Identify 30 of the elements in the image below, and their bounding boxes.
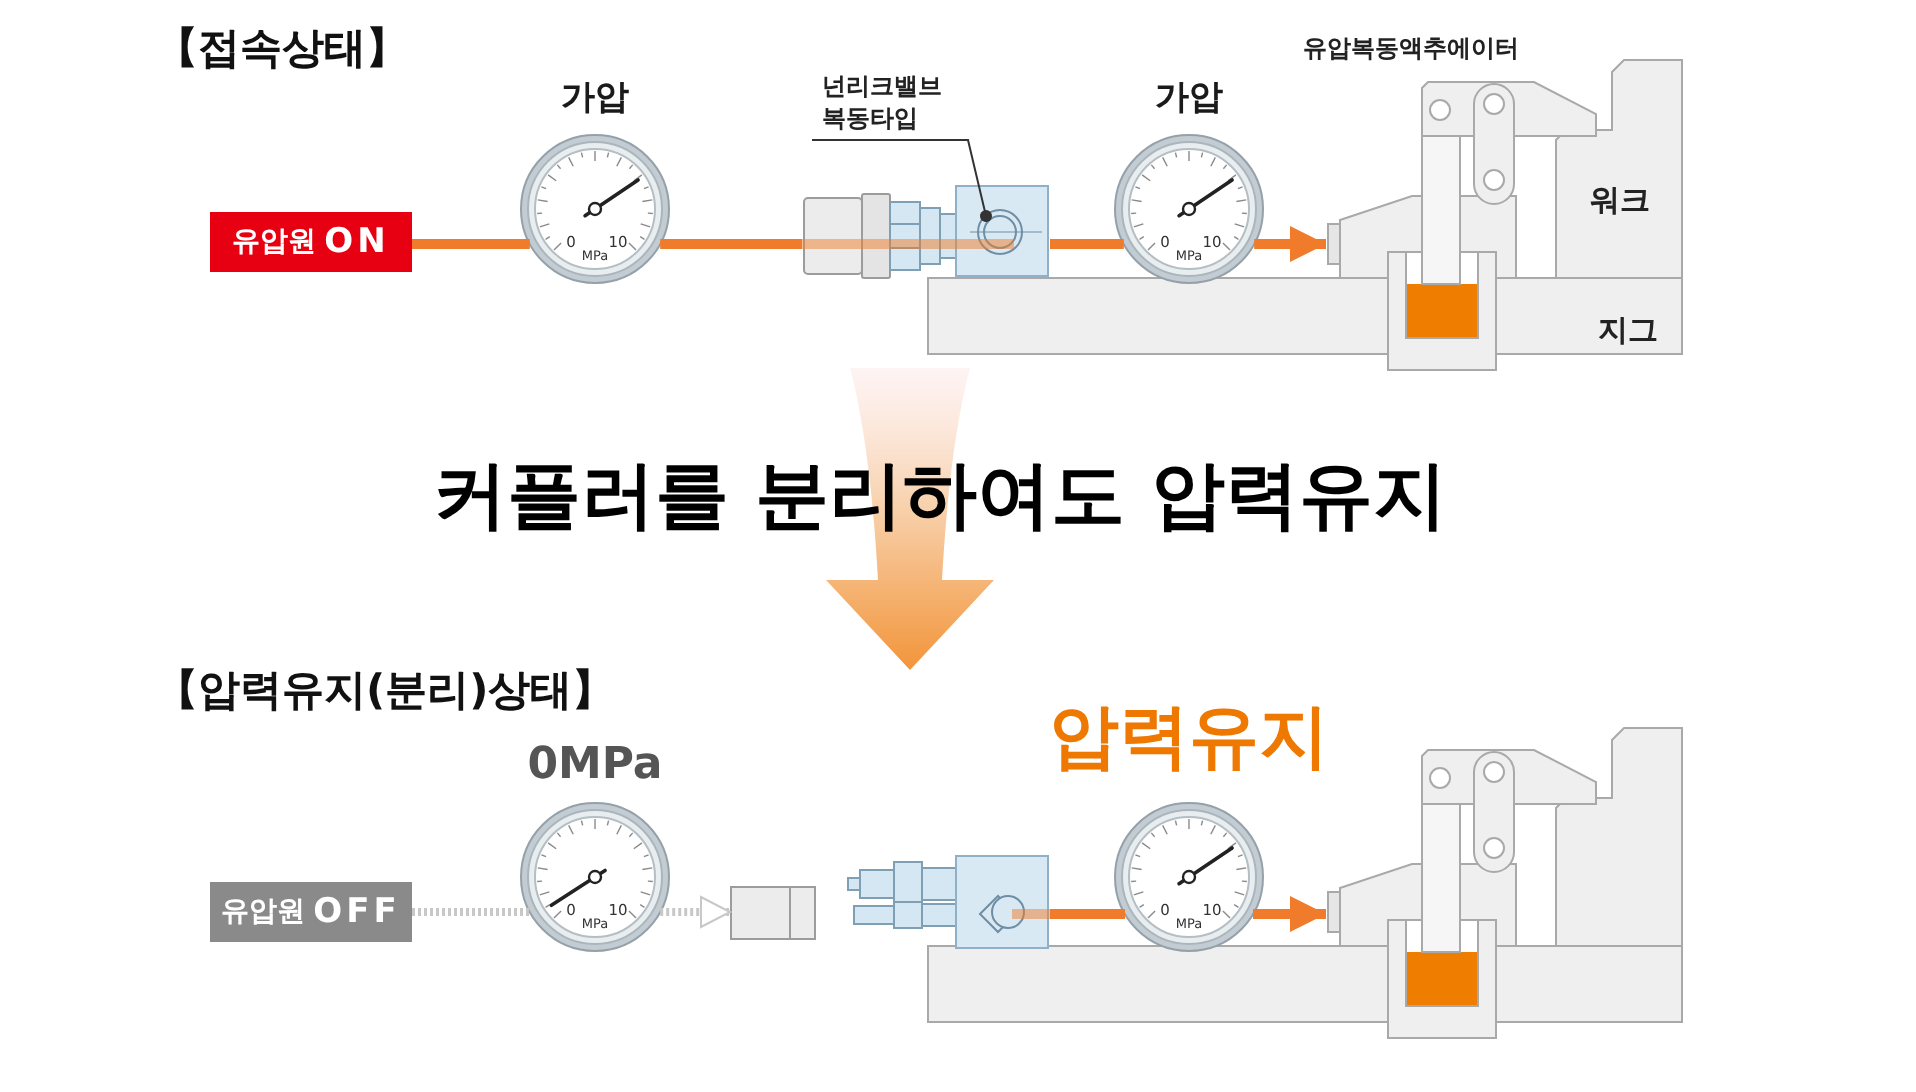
- clamp-cylinder-drawing: [1326, 748, 1600, 1040]
- part-label: 유압복동액추에이터: [1303, 36, 1519, 60]
- gauge-caption: 가압: [1155, 82, 1223, 116]
- part-label: 워크: [1590, 184, 1650, 219]
- dotted-arrow: [660, 896, 731, 928]
- pressure-gauge: [1114, 802, 1264, 952]
- pressure-gauge: [1114, 134, 1264, 284]
- hydraulic-source-status: 유압원 OFF: [210, 882, 412, 942]
- hydraulic-source-status: 유압원 ON: [210, 212, 412, 272]
- pipe-line: [412, 239, 530, 249]
- headline-text: 커플러를 분리하여도 압력유지: [433, 454, 1447, 540]
- coupler-socket-drawing: [730, 886, 816, 940]
- pressure-gauge: [520, 802, 670, 952]
- gauge-caption: 가압: [561, 82, 629, 116]
- pipe-line: [1050, 239, 1124, 249]
- section-heading: 【접속상태】: [156, 24, 408, 73]
- arrow: [1254, 226, 1326, 262]
- status-caption: 압력유지: [1049, 704, 1329, 774]
- pipe-line: [660, 239, 802, 249]
- coupler-plug-and-valve-drawing: [848, 852, 1050, 950]
- pressure-gauge: [520, 134, 670, 284]
- dotted-line: [412, 908, 530, 916]
- coupler-and-valve-drawing: [802, 184, 1050, 278]
- arrow: [1253, 896, 1326, 932]
- section-heading: 【압력유지(분리)상태】: [156, 666, 615, 715]
- callout-text: 넌리크밸브 복동타입: [812, 70, 972, 140]
- part-label: 지그: [1598, 314, 1658, 349]
- leader-line: [811, 139, 992, 222]
- pipe-line: [1050, 909, 1125, 919]
- gauge-caption: 0MPa: [527, 744, 663, 788]
